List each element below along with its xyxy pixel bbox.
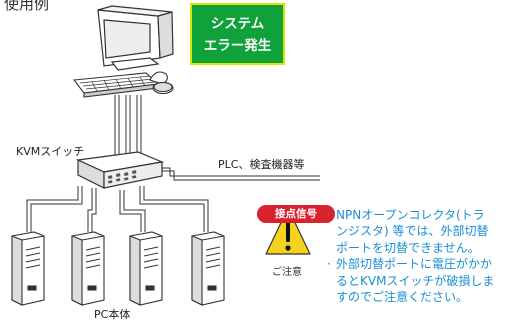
pc-tower-3	[129, 231, 163, 306]
note-line: すのでご注意ください。	[336, 290, 469, 305]
system-error-callout: システム エラー発生	[190, 3, 285, 65]
note-line: NPNオープンコレクタ(トラ	[336, 208, 485, 222]
warning-icon	[265, 207, 311, 255]
pc-unit-label: PC本体	[94, 308, 131, 321]
note-line: 外部切替ポートに電圧がかか	[336, 257, 493, 272]
keyboard-icon	[72, 72, 160, 98]
pc-tower-4	[191, 231, 225, 306]
kvm-switch-icon	[75, 151, 165, 189]
contact-signal-badge: 接点信号	[257, 205, 335, 223]
pc-tower-1	[11, 231, 45, 306]
note-line: ポートを切替できません。	[336, 240, 480, 255]
pc-cables	[26, 186, 209, 232]
caution-label: ご注意	[272, 267, 302, 278]
plc-cable	[160, 167, 320, 181]
caution-notes: · NPNオープンコレクタ(トラ ンジスタ) 等では、外部切替 ポートを切替でき…	[327, 207, 527, 305]
pc-tower-2	[71, 231, 105, 306]
callout-line-2: エラー発生	[203, 38, 272, 54]
plc-label: PLC、検査機器等	[218, 158, 305, 171]
monitor-icon	[97, 5, 174, 71]
cables	[26, 95, 320, 232]
callout-line-1: システム	[210, 16, 265, 32]
note-line: ンジスタ) 等では、外部切替	[336, 224, 489, 239]
note-bullet: ·	[327, 208, 331, 222]
note-line: るとKVMスイッチが破損しま	[336, 273, 495, 288]
note-2: · 外部切替ポートに電圧がかか るとKVMスイッチが破損しま すのでご注意くださ…	[327, 256, 527, 305]
note-1: · NPNオープンコレクタ(トラ ンジスタ) 等では、外部切替 ポートを切替でき…	[327, 207, 527, 256]
mouse-icon	[149, 71, 174, 95]
note-bullet: ·	[327, 257, 331, 272]
pc-tower-icon	[11, 231, 225, 306]
kvm-switch-label: KVMスイッチ	[16, 145, 85, 158]
heading: 使用例	[4, 0, 50, 13]
